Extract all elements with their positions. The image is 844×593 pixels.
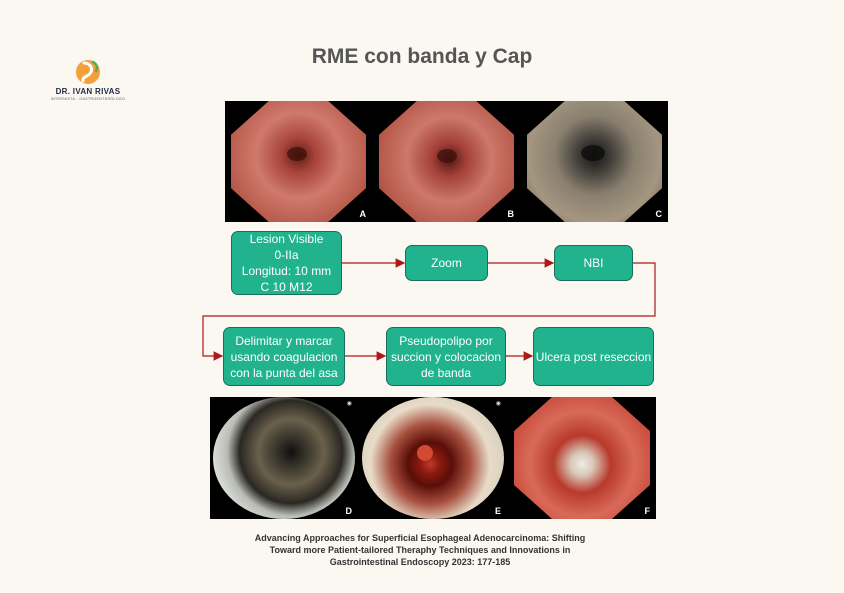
step-delimitar-marcar: Delimitar y marcar usando coagulacion co… — [223, 327, 345, 386]
reference-citation: Advancing Approaches for Superficial Eso… — [254, 533, 586, 567]
image-label-d: D — [345, 506, 353, 516]
endoscopy-image-f: F — [508, 397, 656, 519]
step-zoom: Zoom — [405, 245, 488, 281]
stomach-logo-icon — [76, 60, 100, 84]
endoscopy-image-e: ◉ E — [359, 397, 507, 519]
logo: DR. IVAN RIVAS INTERNISTA - GASTROENTERÓ… — [48, 58, 128, 101]
logo-subtitle: INTERNISTA - GASTROENTERÓLOGO — [50, 97, 126, 101]
logo-name: DR. IVAN RIVAS — [55, 87, 121, 96]
step-lesion-visible: Lesion Visible 0-IIa Longitud: 10 mm C 1… — [231, 231, 342, 295]
step-ulcera-post-reseccion: Ulcera post reseccion — [533, 327, 654, 386]
endoscopy-images-bottom: ◉ D ◉ E F — [210, 397, 656, 519]
image-label-a: A — [359, 209, 367, 219]
arrow-nbi-to-delimitar — [202, 262, 656, 361]
image-label-f: F — [644, 506, 651, 516]
image-label-b: B — [507, 209, 515, 219]
endoscopy-image-a: A — [225, 101, 372, 222]
endoscopy-image-d: ◉ D — [210, 397, 358, 519]
slide-title: RME con banda y Cap — [311, 45, 533, 68]
endoscopy-image-b: B — [373, 101, 520, 222]
endoscopy-images-top: A B C — [225, 101, 668, 222]
step-nbi: NBI — [554, 245, 633, 281]
step-pseudopolipo: Pseudopolipo por succion y colocacion de… — [386, 327, 506, 386]
image-label-c: C — [655, 209, 663, 219]
endoscopy-image-c: C — [521, 101, 668, 222]
image-label-e: E — [494, 506, 501, 516]
